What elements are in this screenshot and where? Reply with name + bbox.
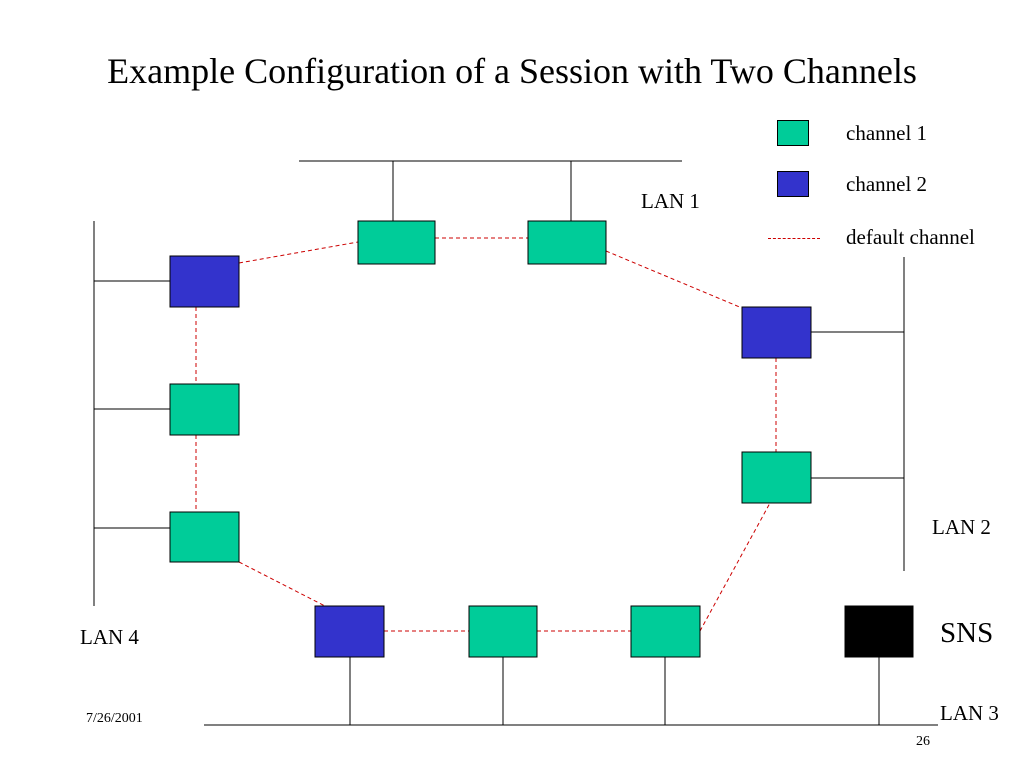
legend-swatch-channel-1 (777, 120, 809, 146)
default-link (238, 241, 359, 264)
sns-node (844, 605, 914, 658)
node-channel-1 (630, 605, 701, 658)
lan-4-label: LAN 4 (80, 625, 139, 649)
default-link (605, 250, 743, 309)
slide-page-number: 26 (916, 734, 930, 749)
node-channel-2 (741, 306, 812, 359)
node-channel-1 (357, 220, 436, 265)
node-channel-1 (741, 451, 812, 504)
legend-swatch-default-channel (768, 238, 820, 239)
lan-2-label: LAN 2 (932, 515, 991, 539)
sns-label: SNS (940, 617, 994, 649)
slide-title: Example Configuration of a Session with … (107, 51, 917, 91)
default-link (699, 502, 771, 632)
legend-label-channel-1: channel 1 (846, 121, 928, 145)
default-channel-links (195, 237, 777, 632)
node-channel-1 (169, 511, 240, 563)
lan-1-label: LAN 1 (641, 189, 700, 213)
node-channel-1 (468, 605, 538, 658)
node-channel-2 (314, 605, 385, 658)
slide-date: 7/26/2001 (86, 711, 143, 726)
default-link (238, 561, 326, 607)
node-channel-2 (169, 255, 240, 308)
legend-swatch-channel-2 (777, 171, 809, 197)
legend-label-channel-2: channel 2 (846, 172, 928, 196)
legend-label-default-channel: default channel (846, 225, 975, 249)
lan-3-label: LAN 3 (940, 701, 999, 725)
node-channel-1 (169, 383, 240, 436)
node-channel-1 (527, 220, 607, 265)
